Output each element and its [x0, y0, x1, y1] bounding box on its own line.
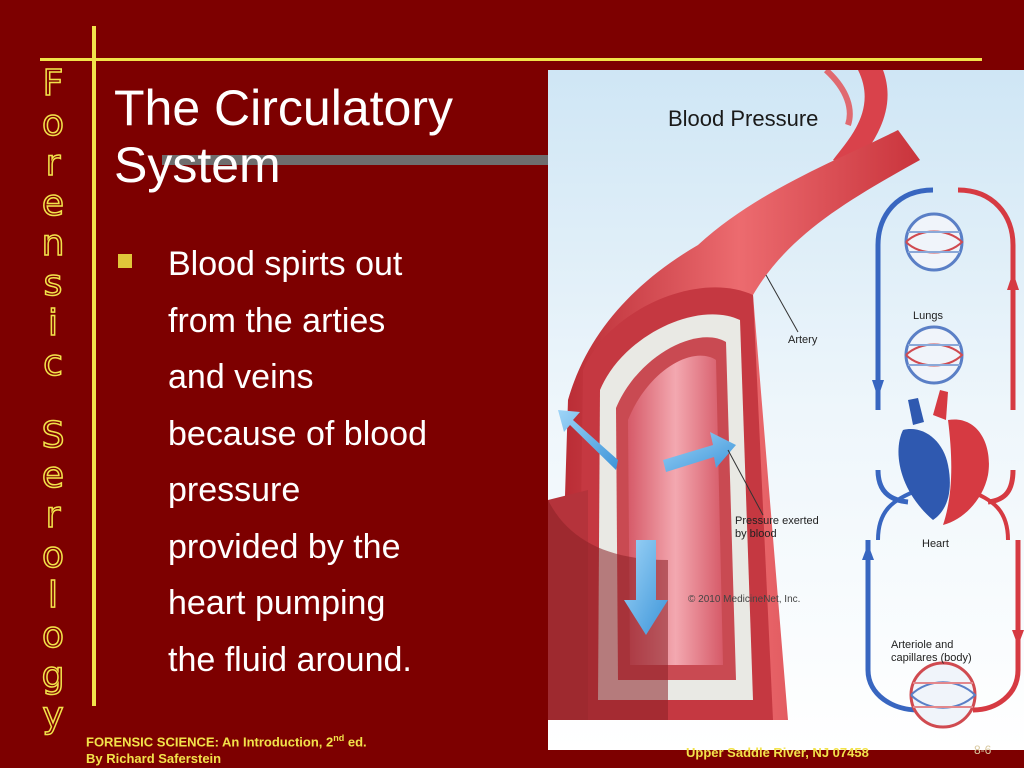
- sidebar-letter: o: [41, 615, 65, 657]
- copyright-text: © 2010 MedicineNet, Inc.: [688, 594, 800, 605]
- sidebar-letter: o: [41, 535, 65, 577]
- sidebar-letter: e: [41, 455, 65, 497]
- vertical-accent-line: [92, 26, 96, 706]
- sidebar-letter: e: [41, 183, 65, 225]
- label-lungs: Lungs: [913, 310, 943, 322]
- small-vessel: [833, 70, 888, 168]
- sidebar-letter: y: [42, 695, 65, 737]
- title-underline-bar: [162, 155, 548, 165]
- footer-line1: FORENSIC SCIENCE: An Introduction, 2nd e…: [86, 730, 367, 750]
- forensic-serology-vertical-title: F o r e n s i c S e r o l o g y: [30, 63, 76, 737]
- bullet-text-line: because of blood: [168, 414, 427, 453]
- footer-citation: FORENSIC SCIENCE: An Introduction, 2nd e…: [86, 730, 367, 767]
- sidebar-letter: o: [41, 103, 65, 145]
- footer-book-title: FORENSIC SCIENCE: An Introduction, 2: [86, 734, 334, 750]
- bullet-text-line: and veins: [168, 358, 314, 396]
- page-number: 8-6: [974, 743, 992, 757]
- artery-leader-line: [765, 274, 799, 333]
- figure-title: Blood Pressure: [668, 106, 818, 131]
- bullet-text-line: the fluid around.: [168, 640, 412, 679]
- slide-title-line: The Circulatory: [114, 80, 453, 136]
- footer-superscript: nd: [333, 733, 345, 743]
- sidebar-letter: l: [47, 575, 59, 617]
- bullet-text-line: heart pumping: [168, 584, 386, 622]
- label-arteriole-line1: Arteriole and: [891, 639, 953, 651]
- lung-capillaries: [904, 212, 964, 385]
- sidebar-letter: g: [41, 655, 65, 697]
- artery-shadow: [548, 500, 668, 720]
- label-pressure-line2: by blood: [735, 528, 777, 540]
- slide-title-line: System: [114, 137, 281, 193]
- footer-edition: ed.: [344, 734, 367, 750]
- body-capillaries: [909, 661, 977, 729]
- pressure-leader-line: [727, 449, 764, 516]
- sidebar-letter: s: [43, 263, 63, 305]
- label-heart: Heart: [922, 538, 949, 550]
- sidebar-letter: r: [45, 143, 61, 185]
- sidebar-letter: c: [42, 343, 63, 385]
- label-artery: Artery: [788, 334, 818, 346]
- pressure-arrow-left: [558, 410, 618, 470]
- heart: [898, 390, 989, 525]
- footer-author: By Richard Saferstein: [86, 751, 222, 767]
- sidebar-letter: n: [41, 223, 65, 265]
- bullet-text-line: provided by the: [168, 527, 401, 566]
- horizontal-accent-line: [40, 58, 982, 61]
- blood-pressure-illustration: Blood Pressure Artery Lungs Pressure exe…: [548, 70, 1024, 750]
- sidebar-letter: S: [41, 415, 65, 457]
- pressure-arrow-down: [624, 540, 668, 635]
- pressure-arrow-right: [663, 432, 736, 472]
- bullet-text: Blood spirts out from the arties and vei…: [168, 236, 528, 688]
- label-arteriole-line2: capillares (body): [891, 652, 972, 664]
- label-pressure-line1: Pressure exerted: [735, 515, 819, 527]
- sidebar-letter: i: [47, 303, 59, 345]
- sidebar-letter: r: [45, 495, 61, 537]
- bullet-square-icon: [118, 254, 132, 268]
- footer-publisher-location: Upper Saddle River, NJ 07458: [686, 745, 869, 760]
- bullet-text-line: pressure: [168, 471, 301, 509]
- sidebar-letter: F: [42, 63, 64, 105]
- blood-pressure-diagram: Blood Pressure Artery Lungs Pressure exe…: [548, 70, 1024, 750]
- vessel-branch: [823, 70, 853, 126]
- slide-title: The Circulatory System: [114, 80, 534, 194]
- bullet-text-line: Blood spirts out: [168, 245, 403, 283]
- bullet-text-line: from the arties: [168, 301, 386, 340]
